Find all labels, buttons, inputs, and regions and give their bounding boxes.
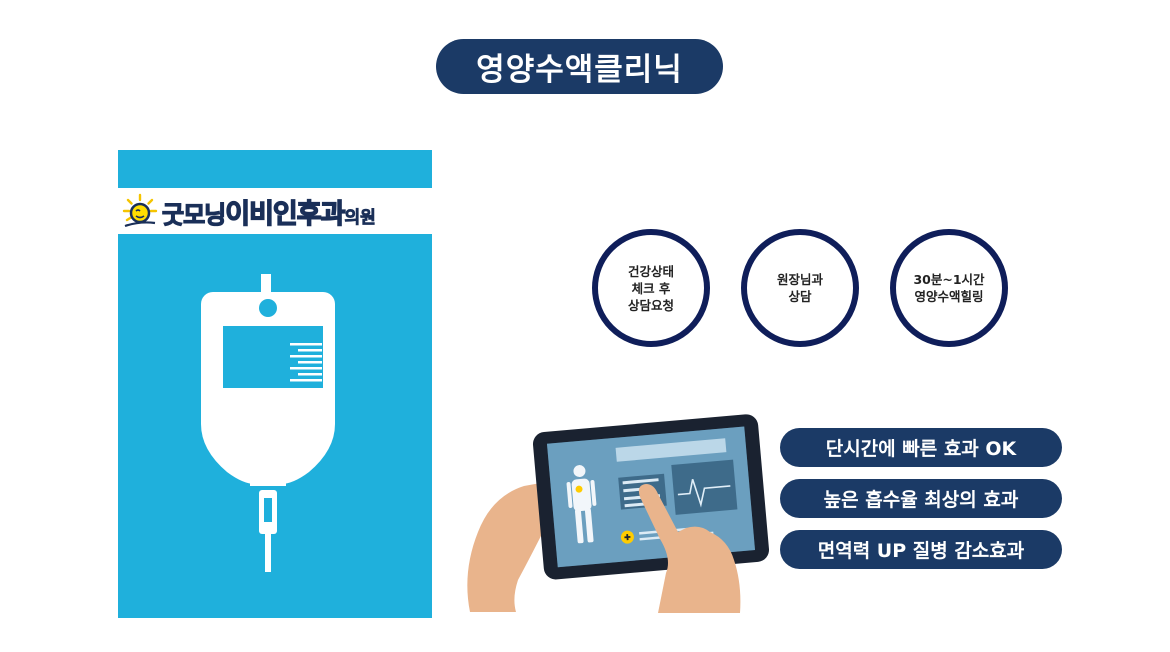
logo-text-morning: 굿모닝 [161,200,226,229]
benefit-high-absorption: 높은 흡수율 최상의 효과 [780,479,1062,518]
sun-face-logo-icon [122,193,158,228]
tablet-hands-icon [467,414,770,613]
clinic-poster: 굿모닝 이비인후과 의원 [118,150,432,618]
benefit-fast-effect: 단시간에 빠른 효과 OK [780,428,1062,467]
iv-bag-icon [201,274,335,572]
clinic-logo: 굿모닝 이비인후과 의원 [118,188,432,234]
page-title: 영양수액클리닉 [436,39,723,94]
step-label: 건강상태 체크 후 상담요청 [627,263,674,313]
benefit-label: 높은 흡수율 최상의 효과 [823,489,1019,511]
step-label: 원장님과 상담 [776,272,823,304]
step-health-check: 건강상태 체크 후 상담요청 [592,229,710,347]
step-iv-healing: 30분~1시간 영양수액힐링 [890,229,1008,347]
step-label: 30분~1시간 영양수액힐링 [913,272,985,304]
benefit-immunity: 면역력 UP 질병 감소효과 [780,530,1062,569]
logo-text-clinic: 의원 [344,207,376,228]
benefit-label: 면역력 UP 질병 감소효과 [817,540,1025,562]
step-consultation: 원장님과 상담 [741,229,859,347]
benefit-label: 단시간에 빠른 효과 OK [825,438,1017,460]
logo-text-ent: 이비인후과 [225,198,347,230]
